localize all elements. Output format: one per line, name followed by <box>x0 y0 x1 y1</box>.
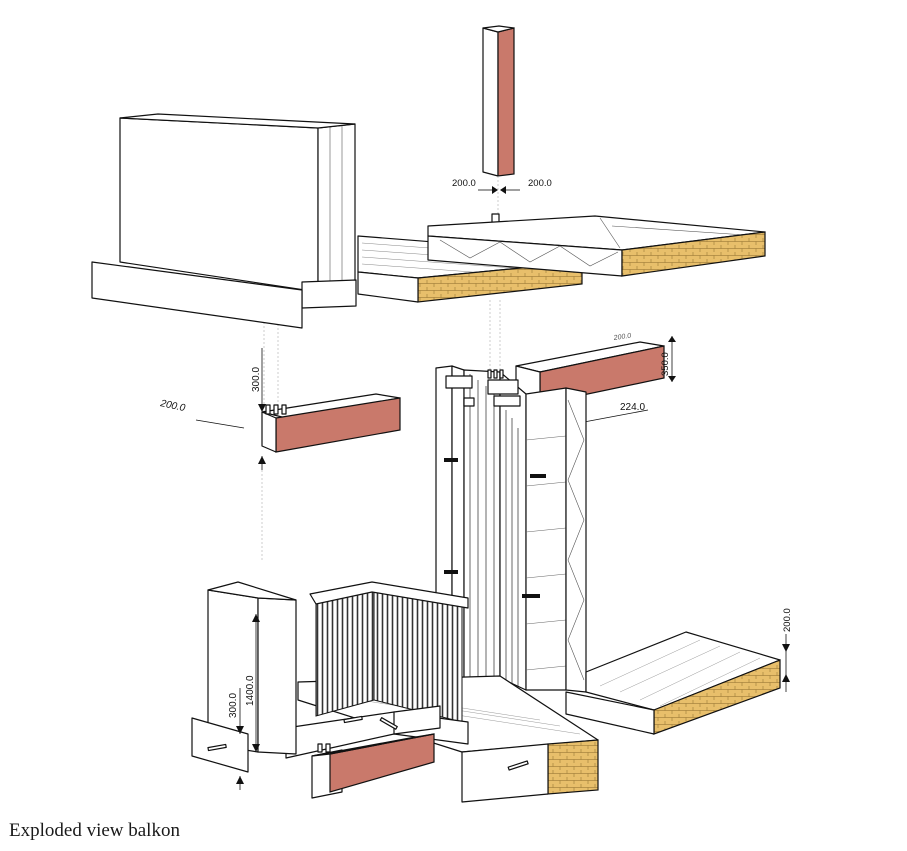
upper-floor-slab-right <box>427 215 766 277</box>
dim-lintel-depth-right: 200.0 <box>612 333 631 343</box>
dim-lintel-width-right: 224.0 <box>620 402 645 413</box>
dim-lintel-height-right: 350.0 <box>660 352 671 376</box>
dim-lintel-depth-left: 200.0 <box>158 398 186 414</box>
dim-beam-width-a: 200.0 <box>452 178 476 189</box>
column-top: 200.0 200.0 <box>452 25 552 235</box>
figure-caption: Exploded view balkon <box>9 820 180 841</box>
floor-deck-right: 200.0 <box>565 608 793 735</box>
upper-floor-slab <box>357 235 583 303</box>
dim-beam-width-b: 200.0 <box>528 178 552 189</box>
dim-floor-thickness: 200.0 <box>782 608 793 632</box>
dim-panel-base: 300.0 <box>228 693 239 718</box>
balcony-railing <box>309 581 469 723</box>
side-panel-left: 1400.0 300.0 <box>191 581 297 790</box>
dim-lintel-height-left: 300.0 <box>251 367 262 392</box>
column-brick-face <box>497 27 515 177</box>
lintel-left: 300.0 200.0 <box>158 348 401 470</box>
dim-panel-height: 1400.0 <box>245 675 256 706</box>
upper-front-strip <box>91 261 303 329</box>
alignment-lines <box>261 300 501 560</box>
upper-wall-panel <box>119 113 357 309</box>
front-edge-beam <box>285 705 529 799</box>
